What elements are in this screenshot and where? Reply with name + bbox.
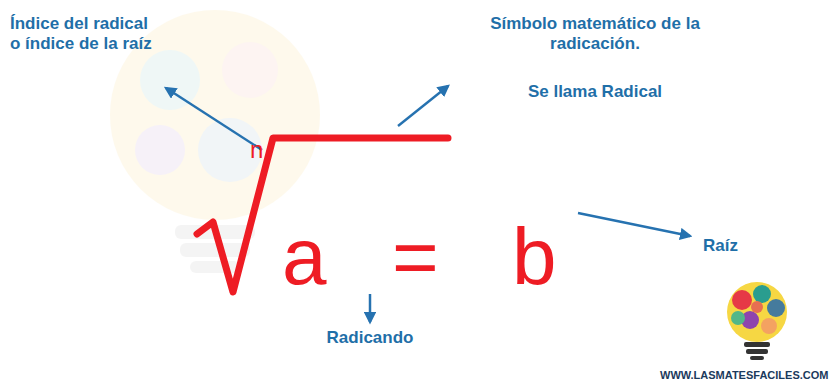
symbol-note: Se llama Radical (485, 82, 705, 102)
radicand-letter-box: a (282, 217, 342, 297)
root-label: Raíz (703, 236, 783, 256)
radicand-letter: a (282, 217, 342, 297)
leader-arrow (166, 88, 262, 150)
root-letter: b (512, 217, 572, 297)
index-label: Índice del radical o índice de la raíz (10, 14, 160, 55)
index-label-box: Índice del radical o índice de la raíz (10, 14, 160, 55)
root-label-box: Raíz (703, 236, 783, 256)
radicand-label-box: Radicando (290, 328, 450, 348)
index-letter-box: n (250, 138, 270, 162)
equals-sign-box: = (392, 217, 452, 297)
symbol-label: Símbolo matemático de la radicación. (485, 14, 705, 55)
root-letter-box: b (512, 217, 572, 297)
symbol-label-box: Símbolo matemático de la radicación. (485, 14, 705, 55)
leader-arrow (398, 86, 448, 126)
equals-sign: = (392, 217, 452, 297)
leader-arrow (578, 213, 690, 236)
logo-bulb (727, 282, 787, 360)
radicand-label: Radicando (290, 328, 450, 348)
watermark: WWW.LASMATESFACILES.COM (660, 369, 823, 382)
leader-arrow (369, 294, 372, 322)
symbol-note-box: Se llama Radical (485, 82, 705, 102)
index-letter: n (250, 138, 270, 162)
watermark-box: WWW.LASMATESFACILES.COM (660, 369, 823, 382)
